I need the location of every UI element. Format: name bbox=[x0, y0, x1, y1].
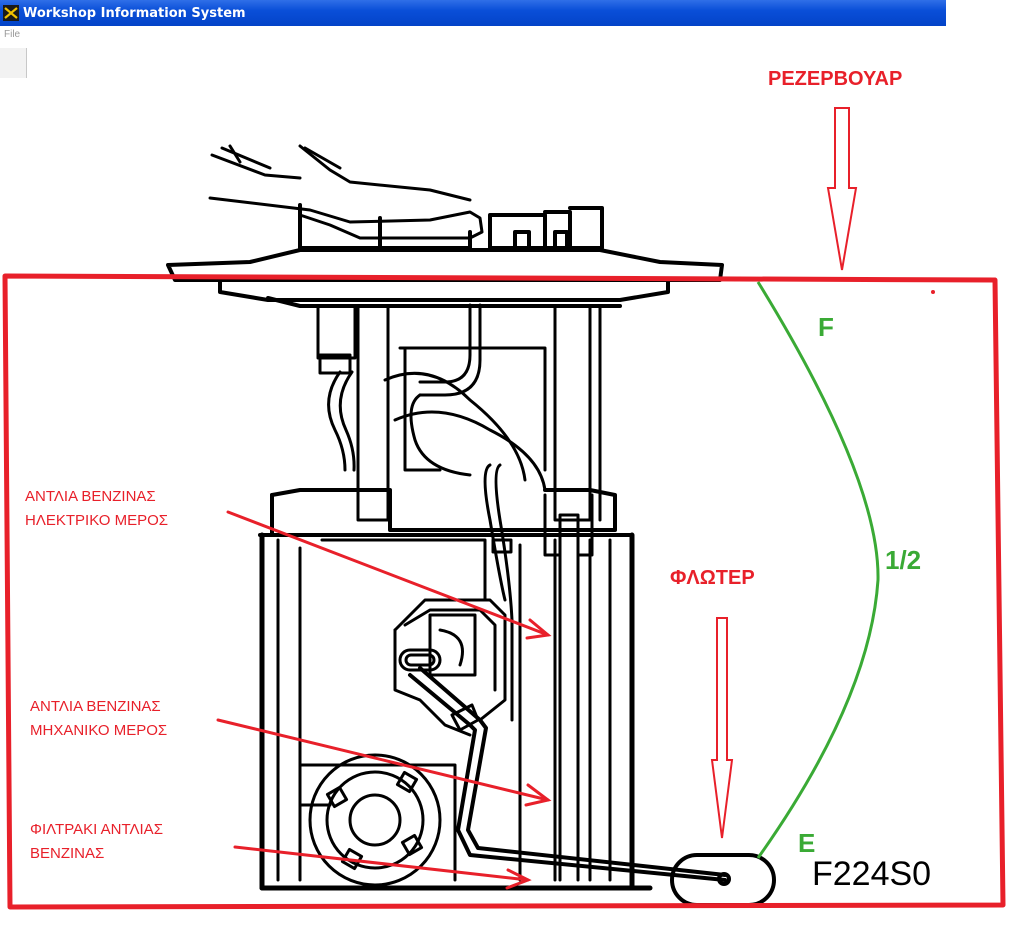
gauge-half-label: 1/2 bbox=[885, 545, 922, 575]
return-tube bbox=[491, 493, 594, 882]
filter-label: ΦΙΛΤΡΑΚΙ ΑΝΤΛΙΑΣ ΒΕΝΖΙΝΑΣ bbox=[30, 818, 163, 866]
pump-inlet-filter bbox=[308, 753, 442, 887]
wire-harness bbox=[208, 144, 484, 240]
pump-electric-line1: ΑΝΤΛΙΑ ΒΕΝΖΙΝΑΣ bbox=[25, 488, 156, 505]
pointer-arrows bbox=[216, 510, 552, 890]
mounting-flange bbox=[166, 248, 724, 308]
tank-label: ΡΕΖΕΡΒΟΥΑΡ bbox=[768, 68, 903, 90]
pump-mechanical-line1: ΑΝΤΛΙΑ ΒΕΝΖΙΝΑΣ bbox=[30, 698, 161, 715]
pump-upper-body bbox=[316, 303, 602, 522]
float-label: ΦΛΩΤΕΡ bbox=[670, 567, 755, 589]
pump-electric-line2: ΗΛΕΚΤΡΙΚΟ ΜΕΡΟΣ bbox=[25, 512, 169, 529]
figure-code: F224S0 bbox=[812, 855, 932, 893]
window-title: Workshop Information System bbox=[23, 5, 246, 21]
gauge-full-label: F bbox=[818, 312, 834, 342]
menu-file[interactable]: File bbox=[4, 29, 21, 40]
pump-mechanical-line2: ΜΗΧΑΝΙΚΟ ΜΕΡΟΣ bbox=[30, 722, 168, 739]
tank-arrow-icon bbox=[826, 107, 858, 271]
gauge-empty-label: E bbox=[798, 828, 816, 858]
tank-outline bbox=[2, 273, 1006, 910]
menu-bar: File bbox=[0, 26, 946, 48]
float-arrow-icon bbox=[710, 617, 734, 839]
pump-electric-label: ΑΝΤΛΙΑ ΒΕΝΖΙΝΑΣ ΗΛΕΚΤΡΙΚΟ ΜΕΡΟΣ bbox=[25, 485, 168, 533]
filter-line2: ΒΕΝΖΙΝΑΣ bbox=[30, 845, 105, 862]
pump-mechanical-label: ΑΝΤΛΙΑ ΒΕΝΖΙΝΑΣ ΜΗΧΑΝΙΚΟ ΜΕΡΟΣ bbox=[30, 695, 167, 743]
fuel-level-curve bbox=[756, 281, 880, 859]
float-arm bbox=[408, 666, 727, 882]
toolbar-stub bbox=[0, 48, 27, 78]
connector-block bbox=[298, 203, 604, 250]
window-titlebar[interactable]: Workshop Information System bbox=[0, 0, 946, 26]
app-icon bbox=[3, 5, 19, 21]
filter-line1: ΦΙΛΤΡΑΚΙ ΑΝΤΛΙΑΣ bbox=[30, 821, 163, 838]
pump-bracket bbox=[258, 488, 634, 537]
pump-housing bbox=[259, 532, 653, 891]
